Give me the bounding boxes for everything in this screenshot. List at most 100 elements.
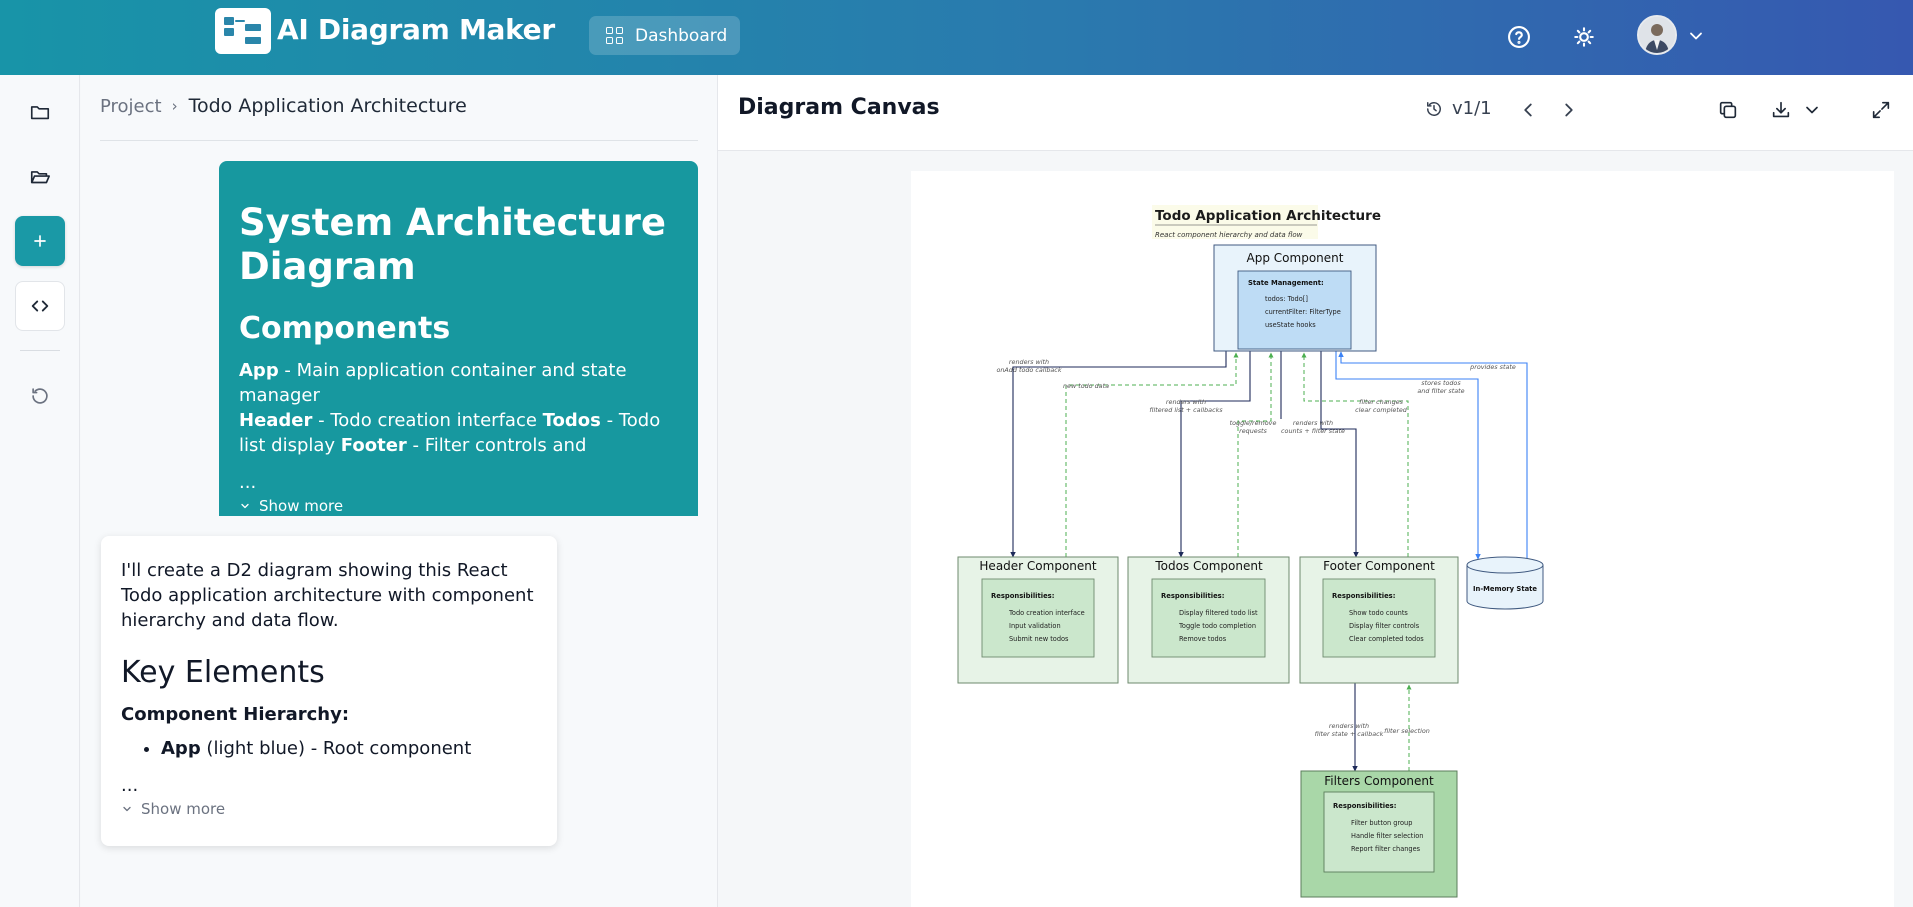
edge-labels: renders with onAdd todo callback new tod… bbox=[996, 358, 1515, 738]
logo-icon[interactable] bbox=[215, 8, 271, 54]
assistant-list: App (light blue) - Root component bbox=[161, 738, 537, 759]
svg-text:Remove todos: Remove todos bbox=[1179, 635, 1227, 643]
user-message-ellipsis: ... bbox=[239, 472, 257, 493]
svg-text:Submit new todos: Submit new todos bbox=[1009, 635, 1069, 643]
svg-text:Handle filter selection: Handle filter selection bbox=[1351, 832, 1423, 840]
chevron-down-icon bbox=[241, 503, 249, 509]
list-item: App (light blue) - Root component bbox=[161, 738, 537, 759]
svg-text:Responsibilities:: Responsibilities: bbox=[1333, 802, 1396, 810]
show-more-button[interactable]: Show more bbox=[239, 497, 678, 515]
user-message: System Architecture Diagram Components A… bbox=[219, 161, 698, 516]
svg-text:renders with: renders with bbox=[1293, 419, 1333, 427]
svg-text:Report filter changes: Report filter changes bbox=[1351, 845, 1421, 853]
svg-text:Toggle todo completion: Toggle todo completion bbox=[1178, 622, 1256, 630]
code-icon[interactable] bbox=[15, 281, 65, 331]
diagram-sheet[interactable]: Todo Application Architecture React comp… bbox=[911, 171, 1894, 907]
footer-component-node[interactable]: Footer Component Responsibilities: Show … bbox=[1299, 556, 1459, 684]
svg-text:filter state + callback: filter state + callback bbox=[1315, 730, 1384, 738]
svg-text:Responsibilities:: Responsibilities: bbox=[1332, 592, 1395, 600]
diagram-subtitle: React component hierarchy and data flow bbox=[1155, 231, 1303, 239]
svg-text:Show todo counts: Show todo counts bbox=[1349, 609, 1408, 617]
assistant-heading: Key Elements bbox=[121, 655, 325, 690]
breadcrumb-separator: › bbox=[171, 97, 178, 115]
svg-text:Filter button group: Filter button group bbox=[1351, 819, 1412, 827]
chevron-down-icon[interactable] bbox=[1686, 26, 1706, 46]
breadcrumb-project[interactable]: Project bbox=[100, 95, 162, 117]
download-icon[interactable] bbox=[1770, 99, 1792, 121]
svg-text:toggle/remove: toggle/remove bbox=[1230, 419, 1277, 427]
svg-text:provides state: provides state bbox=[1469, 363, 1516, 371]
svg-text:Filters Component: Filters Component bbox=[1324, 774, 1434, 788]
svg-text:counts + filter state: counts + filter state bbox=[1281, 427, 1345, 435]
history-icon[interactable] bbox=[15, 371, 65, 421]
svg-text:requests: requests bbox=[1239, 427, 1267, 435]
chevron-right-icon[interactable] bbox=[1558, 99, 1580, 121]
assistant-intro: I'll create a D2 diagram showing this Re… bbox=[121, 560, 534, 631]
canvas-panel: Diagram Canvas v1/1 bbox=[718, 75, 1913, 907]
diagram-title-bg bbox=[1152, 205, 1318, 239]
svg-text:filter selection: filter selection bbox=[1384, 727, 1430, 735]
svg-text:new todo data: new todo data bbox=[1063, 382, 1109, 390]
svg-text:Display filtered todo list: Display filtered todo list bbox=[1179, 609, 1258, 617]
canvas-title: Diagram Canvas bbox=[738, 95, 940, 120]
user-message-title: System Architecture Diagram bbox=[239, 201, 666, 288]
header-component-node[interactable]: Header Component Responsibilities: Todo … bbox=[957, 556, 1119, 684]
chevron-down-icon[interactable] bbox=[1802, 99, 1824, 121]
assistant-ellipsis: ... bbox=[121, 775, 139, 796]
diagram-edges-callbacks bbox=[1065, 352, 1412, 771]
dashboard-button[interactable]: Dashboard bbox=[589, 16, 740, 55]
app-component-node[interactable]: App Component State Management: todos: T… bbox=[1213, 244, 1377, 352]
svg-text:In-Memory State: In-Memory State bbox=[1473, 585, 1537, 593]
folder-open-icon[interactable] bbox=[15, 152, 65, 202]
svg-text:Header Component: Header Component bbox=[979, 559, 1096, 573]
svg-text:clear completed: clear completed bbox=[1355, 406, 1408, 414]
svg-text:Display filter controls: Display filter controls bbox=[1349, 622, 1420, 630]
chevron-left-icon[interactable] bbox=[1517, 99, 1539, 121]
svg-text:and filter state: and filter state bbox=[1417, 387, 1464, 395]
dashboard-label: Dashboard bbox=[635, 25, 728, 46]
user-message-body: App - Main application container and sta… bbox=[239, 360, 661, 456]
svg-text:onAdd todo callback: onAdd todo callback bbox=[996, 366, 1061, 374]
assistant-message: I'll create a D2 diagram showing this Re… bbox=[101, 536, 557, 846]
svg-text:filtered list + callbacks: filtered list + callbacks bbox=[1149, 406, 1223, 414]
svg-text:renders with: renders with bbox=[1009, 358, 1049, 366]
fullscreen-icon[interactable] bbox=[1870, 99, 1892, 121]
theme-sun-icon[interactable] bbox=[1570, 23, 1598, 51]
history-icon bbox=[1427, 101, 1441, 116]
todos-component-node[interactable]: Todos Component Responsibilities: Displa… bbox=[1127, 556, 1290, 684]
svg-text:stores todos: stores todos bbox=[1421, 379, 1461, 387]
folder-icon[interactable] bbox=[15, 87, 65, 137]
svg-text:renders with: renders with bbox=[1166, 398, 1206, 406]
breadcrumb-current: Todo Application Architecture bbox=[188, 95, 467, 117]
in-memory-state-node[interactable]: In-Memory State bbox=[1466, 556, 1544, 610]
version-label: v1/1 bbox=[1452, 98, 1492, 119]
svg-text:App Component: App Component bbox=[1247, 251, 1344, 265]
avatar[interactable] bbox=[1637, 15, 1677, 55]
svg-text:Footer Component: Footer Component bbox=[1323, 559, 1435, 573]
version-selector[interactable]: v1/1 bbox=[1424, 98, 1492, 119]
help-icon[interactable] bbox=[1505, 23, 1533, 51]
svg-text:State Management:: State Management: bbox=[1248, 279, 1324, 287]
diagram[interactable]: Todo Application Architecture React comp… bbox=[911, 171, 1894, 907]
svg-text:useState hooks: useState hooks bbox=[1265, 321, 1316, 329]
show-more-button[interactable]: Show more bbox=[121, 800, 537, 818]
diagram-title: Todo Application Architecture bbox=[1155, 208, 1381, 224]
chevron-down-icon bbox=[123, 806, 131, 812]
svg-text:renders with: renders with bbox=[1329, 722, 1369, 730]
filters-component-node[interactable]: Filters Component Responsibilities: Filt… bbox=[1300, 770, 1458, 898]
diagram-edges-state bbox=[1335, 351, 1528, 560]
user-message-subtitle: Components bbox=[239, 311, 451, 346]
app-title[interactable]: AI Diagram Maker bbox=[277, 13, 555, 46]
svg-text:Clear completed todos: Clear completed todos bbox=[1349, 635, 1424, 643]
diagram-edges-render bbox=[1010, 351, 1359, 772]
svg-text:currentFilter: FilterType: currentFilter: FilterType bbox=[1265, 308, 1341, 316]
svg-text:filter changes: filter changes bbox=[1359, 398, 1404, 406]
canvas-header: Diagram Canvas v1/1 bbox=[718, 75, 1913, 151]
plus-icon[interactable] bbox=[15, 216, 65, 266]
svg-text:Responsibilities:: Responsibilities: bbox=[1161, 592, 1224, 600]
breadcrumb-divider bbox=[100, 140, 698, 141]
svg-text:todos: Todo[]: todos: Todo[] bbox=[1265, 295, 1308, 303]
svg-text:Responsibilities:: Responsibilities: bbox=[991, 592, 1054, 600]
copy-icon[interactable] bbox=[1717, 99, 1739, 121]
chat-panel: Project › Todo Application Architecture … bbox=[81, 75, 718, 907]
